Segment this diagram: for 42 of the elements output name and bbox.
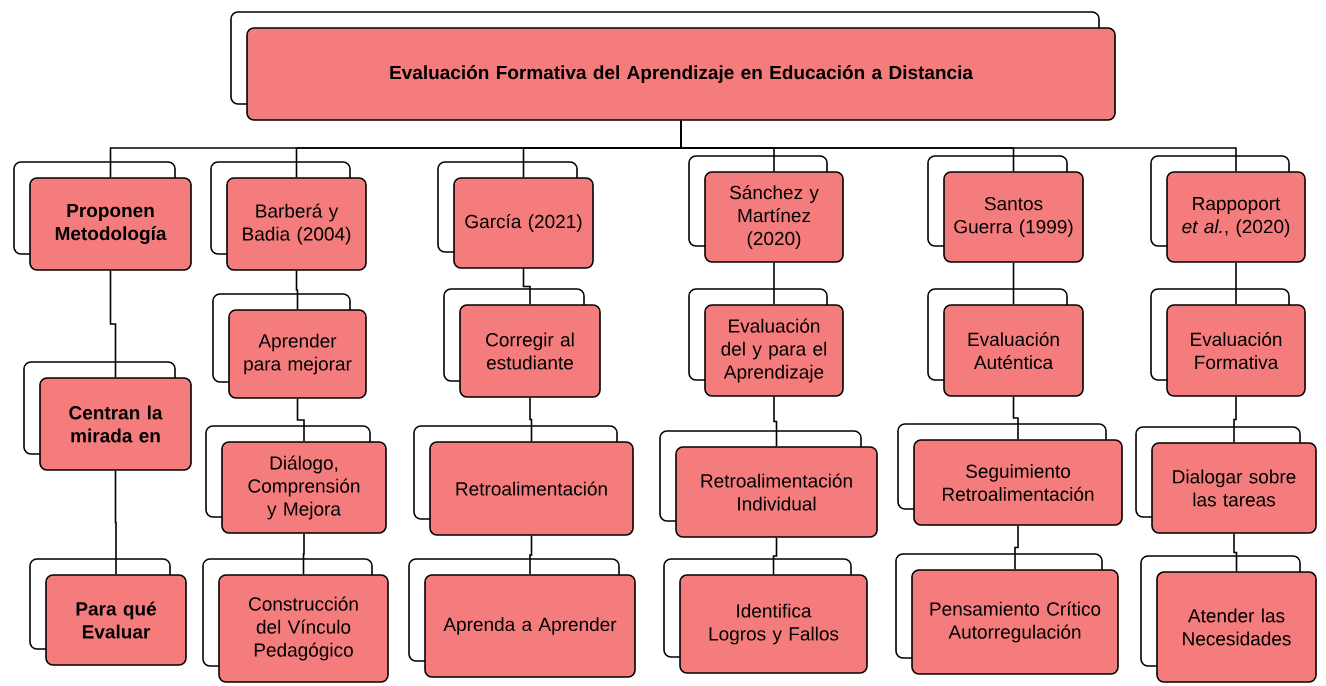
connector-line <box>522 268 531 305</box>
concept-box: Diálogo, Comprensión y Mejora <box>205 425 387 534</box>
connector-line <box>296 398 305 442</box>
connector-line <box>1012 262 1015 305</box>
concept-box: Dialogar sobre las tareas <box>1135 426 1317 534</box>
connector-line <box>295 270 299 310</box>
author-box: García (2021) <box>437 161 594 269</box>
connector-line <box>773 262 775 305</box>
connector-line <box>773 396 778 447</box>
author-box: Rappoport et al., (2020) <box>1150 155 1306 263</box>
category-box: Centran la mirada en <box>23 361 192 471</box>
concept-box: Evaluación del y para el Aprendizaje <box>688 288 844 397</box>
concept-box: Retroalimentación Individual <box>659 430 878 538</box>
category-box: Para qué Evaluar <box>29 558 187 666</box>
concept-box: Evaluación Formativa <box>1150 288 1306 397</box>
connector-line <box>529 397 533 442</box>
connector-line <box>302 533 305 575</box>
title-box: Evaluación Formativa del Aprendizaje en Educación a Distancia <box>230 11 1116 121</box>
connector-line <box>109 270 117 378</box>
connector-line <box>680 120 1237 172</box>
connector-line <box>1235 262 1237 305</box>
author-box: Barberá y Badia (2004) <box>210 161 367 271</box>
author-box: Sánchez y Martínez (2020) <box>688 155 844 263</box>
connector-line <box>1233 396 1237 443</box>
connector-line <box>1014 525 1019 570</box>
concept-box: Retroalimentación <box>413 425 634 536</box>
concept-box: Pensamiento Crítico Autorregulación <box>895 553 1119 675</box>
connector-line <box>1233 533 1238 572</box>
author-box: Santos Guerra (1999) <box>927 155 1084 263</box>
concept-box: Construcción del Vínculo Pedagógico <box>202 558 389 683</box>
concept-box: Identifica Logros y Fallos <box>663 558 868 674</box>
category-box: Proponen Metodología <box>13 161 192 271</box>
concept-box: Evaluación Auténtica <box>927 288 1084 397</box>
connector-line <box>529 535 533 575</box>
concept-box: Atender las Necesidades <box>1140 555 1317 683</box>
connector-line <box>1012 396 1019 440</box>
concept-box: Aprender para mejorar <box>212 293 367 399</box>
concept-box: Seguimiento Retroalimentación <box>897 423 1123 526</box>
concept-box: Aprenda a Aprender <box>408 558 636 678</box>
connector-line <box>772 537 778 575</box>
connector-line <box>114 470 117 575</box>
concept-box: Corregir al estudiante <box>443 288 601 398</box>
